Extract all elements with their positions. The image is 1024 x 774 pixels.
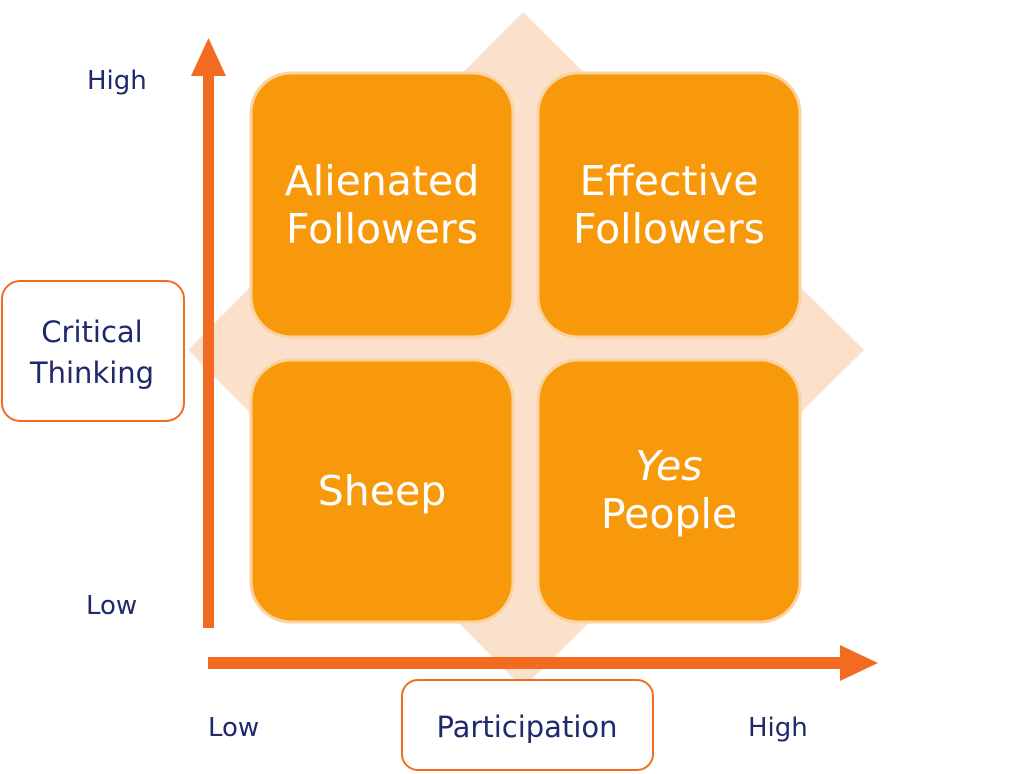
y-axis-arrow [191,38,226,628]
x-axis-arrow [208,645,878,681]
quadrant-bottom-right-label-line1: Yes [635,442,702,490]
x-axis-high-label: High [748,713,808,743]
quadrant-top-right-label-line2: Followers [573,205,765,253]
y-axis-title-box: Critical Thinking [1,280,185,422]
quadrant-top-left-label-line1: Alienated [285,157,480,205]
quadrant-top-left-label-line2: Followers [286,205,478,253]
y-axis-low-label: Low [86,591,137,621]
y-axis-title-line1: Critical [41,315,142,349]
x-axis-title: Participation [436,710,617,744]
quadrant-top-right-label-line1: Effective [580,157,759,205]
quadrant-top-left: Alienated Followers [249,71,515,339]
x-axis-low-label: Low [208,713,259,743]
x-axis-title-box: Participation [401,679,654,771]
quadrant-top-right: Effective Followers [536,71,802,339]
quadrant-bottom-right: Yes People [536,358,802,624]
quadrant-bottom-left-label: Sheep [318,467,447,515]
quadrant-bottom-right-label-line2: People [601,490,737,538]
quadrant-bottom-left: Sheep [249,358,515,624]
y-axis-high-label: High [87,66,147,96]
y-axis-title-line2: Thinking [29,356,154,390]
